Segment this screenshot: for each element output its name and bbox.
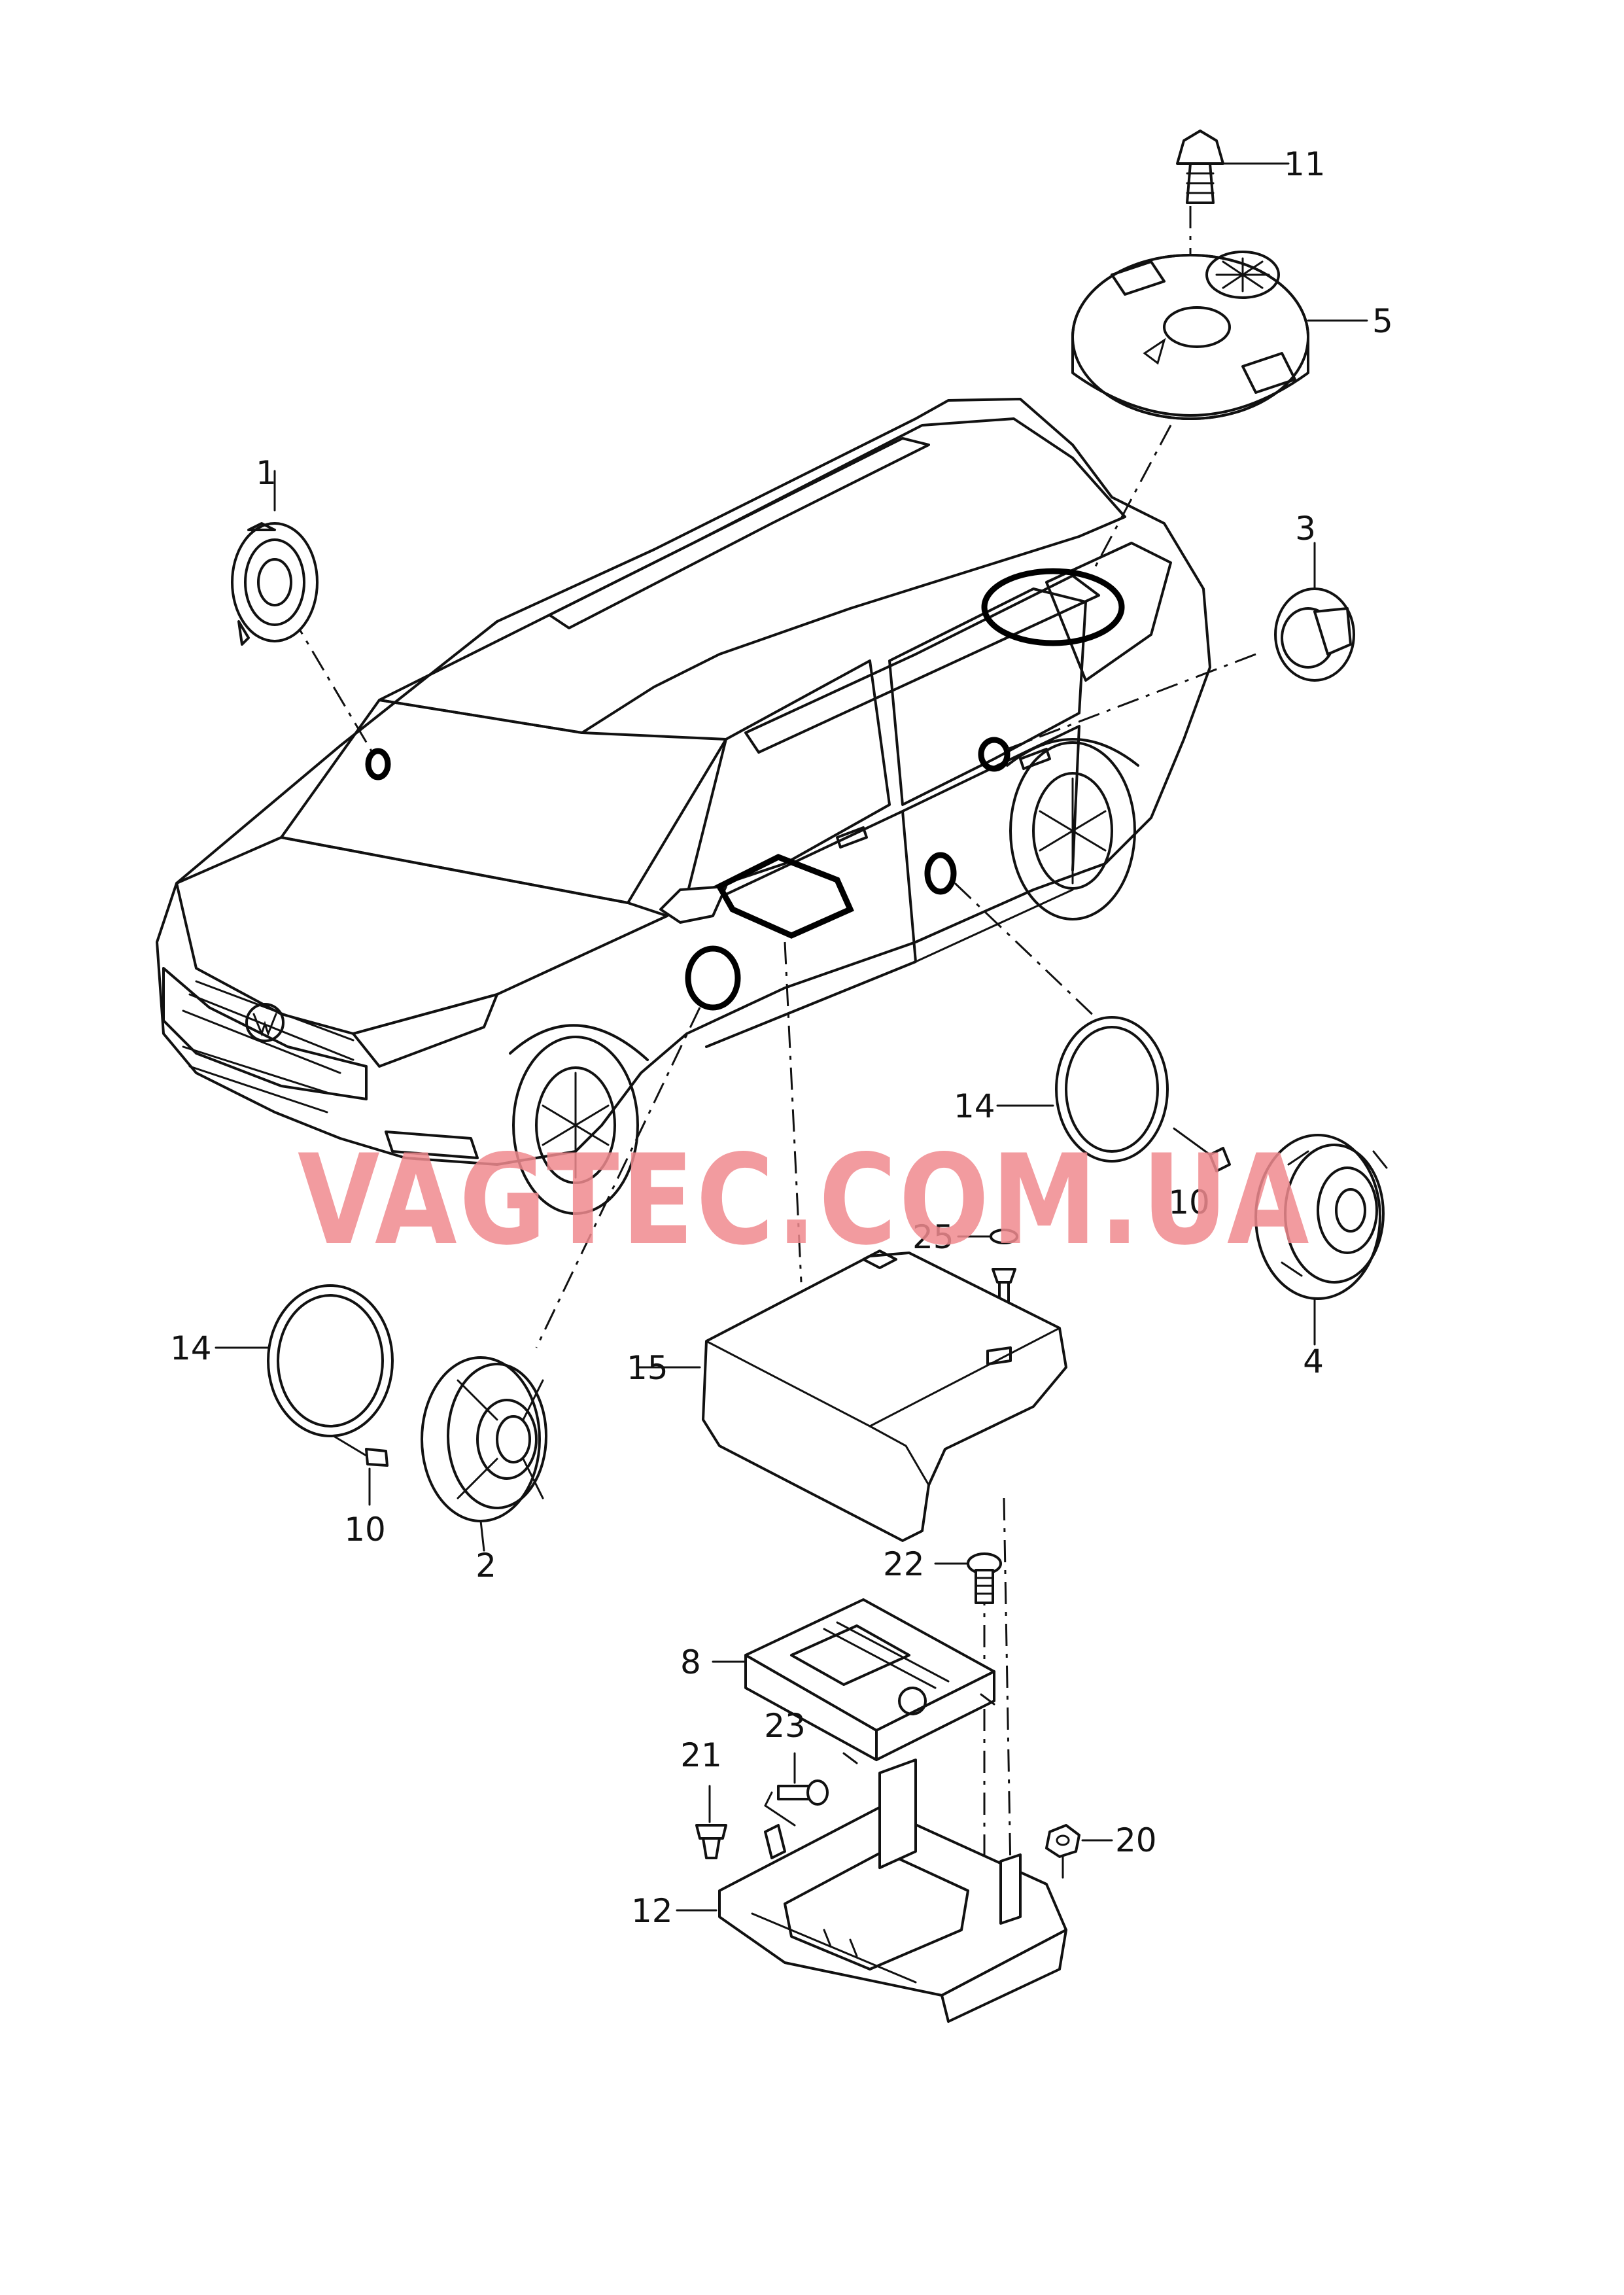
callout-labels: 1 2 3 4 5 8 10 10 11 12 14 14 15 20 21 2…	[170, 145, 1393, 1930]
part-20-nut	[1045, 1824, 1113, 1879]
callout-5: 5	[1372, 302, 1393, 340]
part-2-speaker	[421, 1356, 547, 1552]
callout-10-left: 10	[344, 1511, 386, 1549]
callout-3: 3	[1295, 510, 1316, 548]
part-4-speaker	[1254, 1134, 1388, 1346]
part-3-tweeter	[1274, 542, 1355, 682]
part-15-cover	[636, 1250, 1067, 1542]
part-10-rivet-right	[1173, 1127, 1231, 1172]
callout-12: 12	[631, 1892, 673, 1930]
callout-10-right: 10	[1168, 1183, 1210, 1221]
callout-14-left: 14	[170, 1329, 212, 1367]
part-23-bolt	[764, 1752, 829, 1827]
part-12-bracket	[676, 1759, 1067, 2023]
part-22-bolt	[934, 1552, 1002, 1604]
part-21-clip	[695, 1785, 727, 1859]
part-5-subwoofer	[1071, 251, 1368, 420]
callout-22: 22	[883, 1545, 925, 1583]
part-14-seal-ring-right	[996, 1016, 1169, 1163]
callout-14-right: 14	[954, 1087, 995, 1125]
callout-4: 4	[1303, 1342, 1324, 1380]
callout-11: 11	[1284, 145, 1326, 183]
callout-8: 8	[680, 1643, 701, 1681]
location-markers	[365, 568, 1125, 1011]
callout-2: 2	[475, 1547, 496, 1585]
part-11-connector	[1176, 130, 1290, 204]
part-1-tweeter	[231, 470, 319, 646]
callout-20: 20	[1115, 1821, 1157, 1859]
leader-lines	[290, 206, 1256, 1872]
part-8-control-unit	[712, 1598, 995, 1764]
part-14-seal-ring-left	[215, 1284, 394, 1437]
part-10-rivet-left	[332, 1435, 389, 1506]
callout-15: 15	[627, 1349, 668, 1387]
car-body	[156, 398, 1211, 1215]
part-25-clip	[957, 1229, 1018, 1303]
callout-23: 23	[764, 1707, 806, 1745]
callout-21: 21	[680, 1736, 722, 1774]
callout-1: 1	[256, 454, 277, 492]
callout-25: 25	[912, 1218, 954, 1256]
watermark: VAGTEC.COM.UA	[298, 1128, 1311, 1272]
